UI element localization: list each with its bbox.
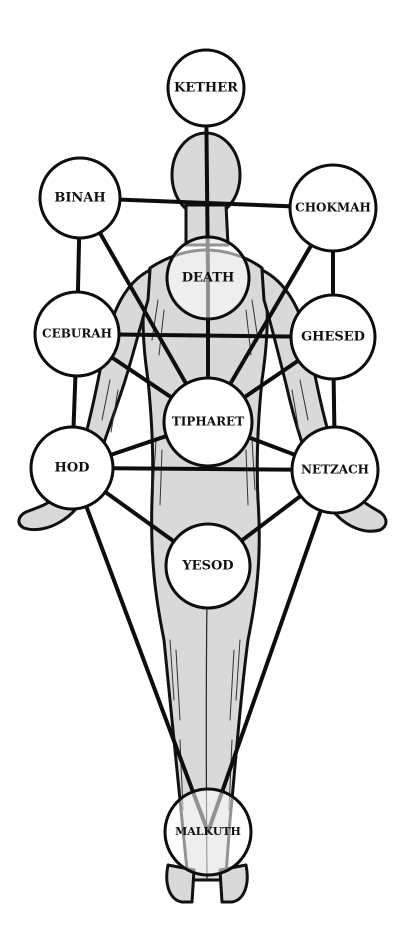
path-netzach-malkuth xyxy=(206,468,337,834)
path-hod-malkuth xyxy=(70,466,210,834)
sephirah-hod-circle xyxy=(29,425,115,511)
sephirah-chokmah: CHOKMAH xyxy=(288,163,378,253)
sephirah-ghesed: GHESED xyxy=(289,293,377,381)
sephirah-yesod-circle xyxy=(164,522,252,610)
sephirah-tipharet-circle xyxy=(162,376,254,468)
sephirah-malkuth: MALKUTH xyxy=(163,787,253,877)
sephirah-binah-label: BINAH xyxy=(54,191,105,206)
sephirah-yesod-label: YESOD xyxy=(181,559,233,574)
sephirah-ceburah-circle xyxy=(33,290,121,378)
sephirah-malkuth-label: MALKUTH xyxy=(175,825,241,838)
sephirah-death-label: DEATH xyxy=(182,271,235,286)
sephirah-death: DEATH xyxy=(165,235,251,321)
sephirah-kether-circle xyxy=(166,48,246,128)
sephirah-yesod: YESOD xyxy=(164,522,252,610)
sephirah-binah: BINAH xyxy=(38,156,122,240)
sephirah-ceburah-label: CEBURAH xyxy=(42,327,112,341)
sephirah-ghesed-circle xyxy=(289,293,377,381)
sephirah-chokmah-circle xyxy=(288,163,378,253)
figure-feet xyxy=(165,863,249,904)
sephirah-netzach: NETZACH xyxy=(290,425,380,515)
sephirah-malkuth-circle xyxy=(163,787,253,877)
sephirah-ghesed-label: GHESED xyxy=(301,330,365,345)
sephirah-netzach-circle xyxy=(290,425,380,515)
sephirah-hod: HOD xyxy=(29,425,115,511)
sephirah-tipharet: TIPHARET xyxy=(162,376,254,468)
sephirah-ceburah: CEBURAH xyxy=(33,290,121,378)
sephirah-death-circle xyxy=(165,235,251,321)
sephirah-chokmah-label: CHOKMAH xyxy=(295,201,371,215)
sephirah-hod-label: HOD xyxy=(55,461,90,476)
sephirah-kether-label: KETHER xyxy=(174,81,238,96)
sephiroth-layer: KETHER BINAH CHOKMAH DEATH CEBURAH GHESED TIPH… xyxy=(29,48,380,877)
sephirah-binah-circle xyxy=(38,156,122,240)
sephirah-tipharet-label: TIPHARET xyxy=(172,415,244,429)
sephirah-kether: KETHER xyxy=(166,48,246,128)
sephirah-netzach-label: NETZACH xyxy=(301,463,369,477)
